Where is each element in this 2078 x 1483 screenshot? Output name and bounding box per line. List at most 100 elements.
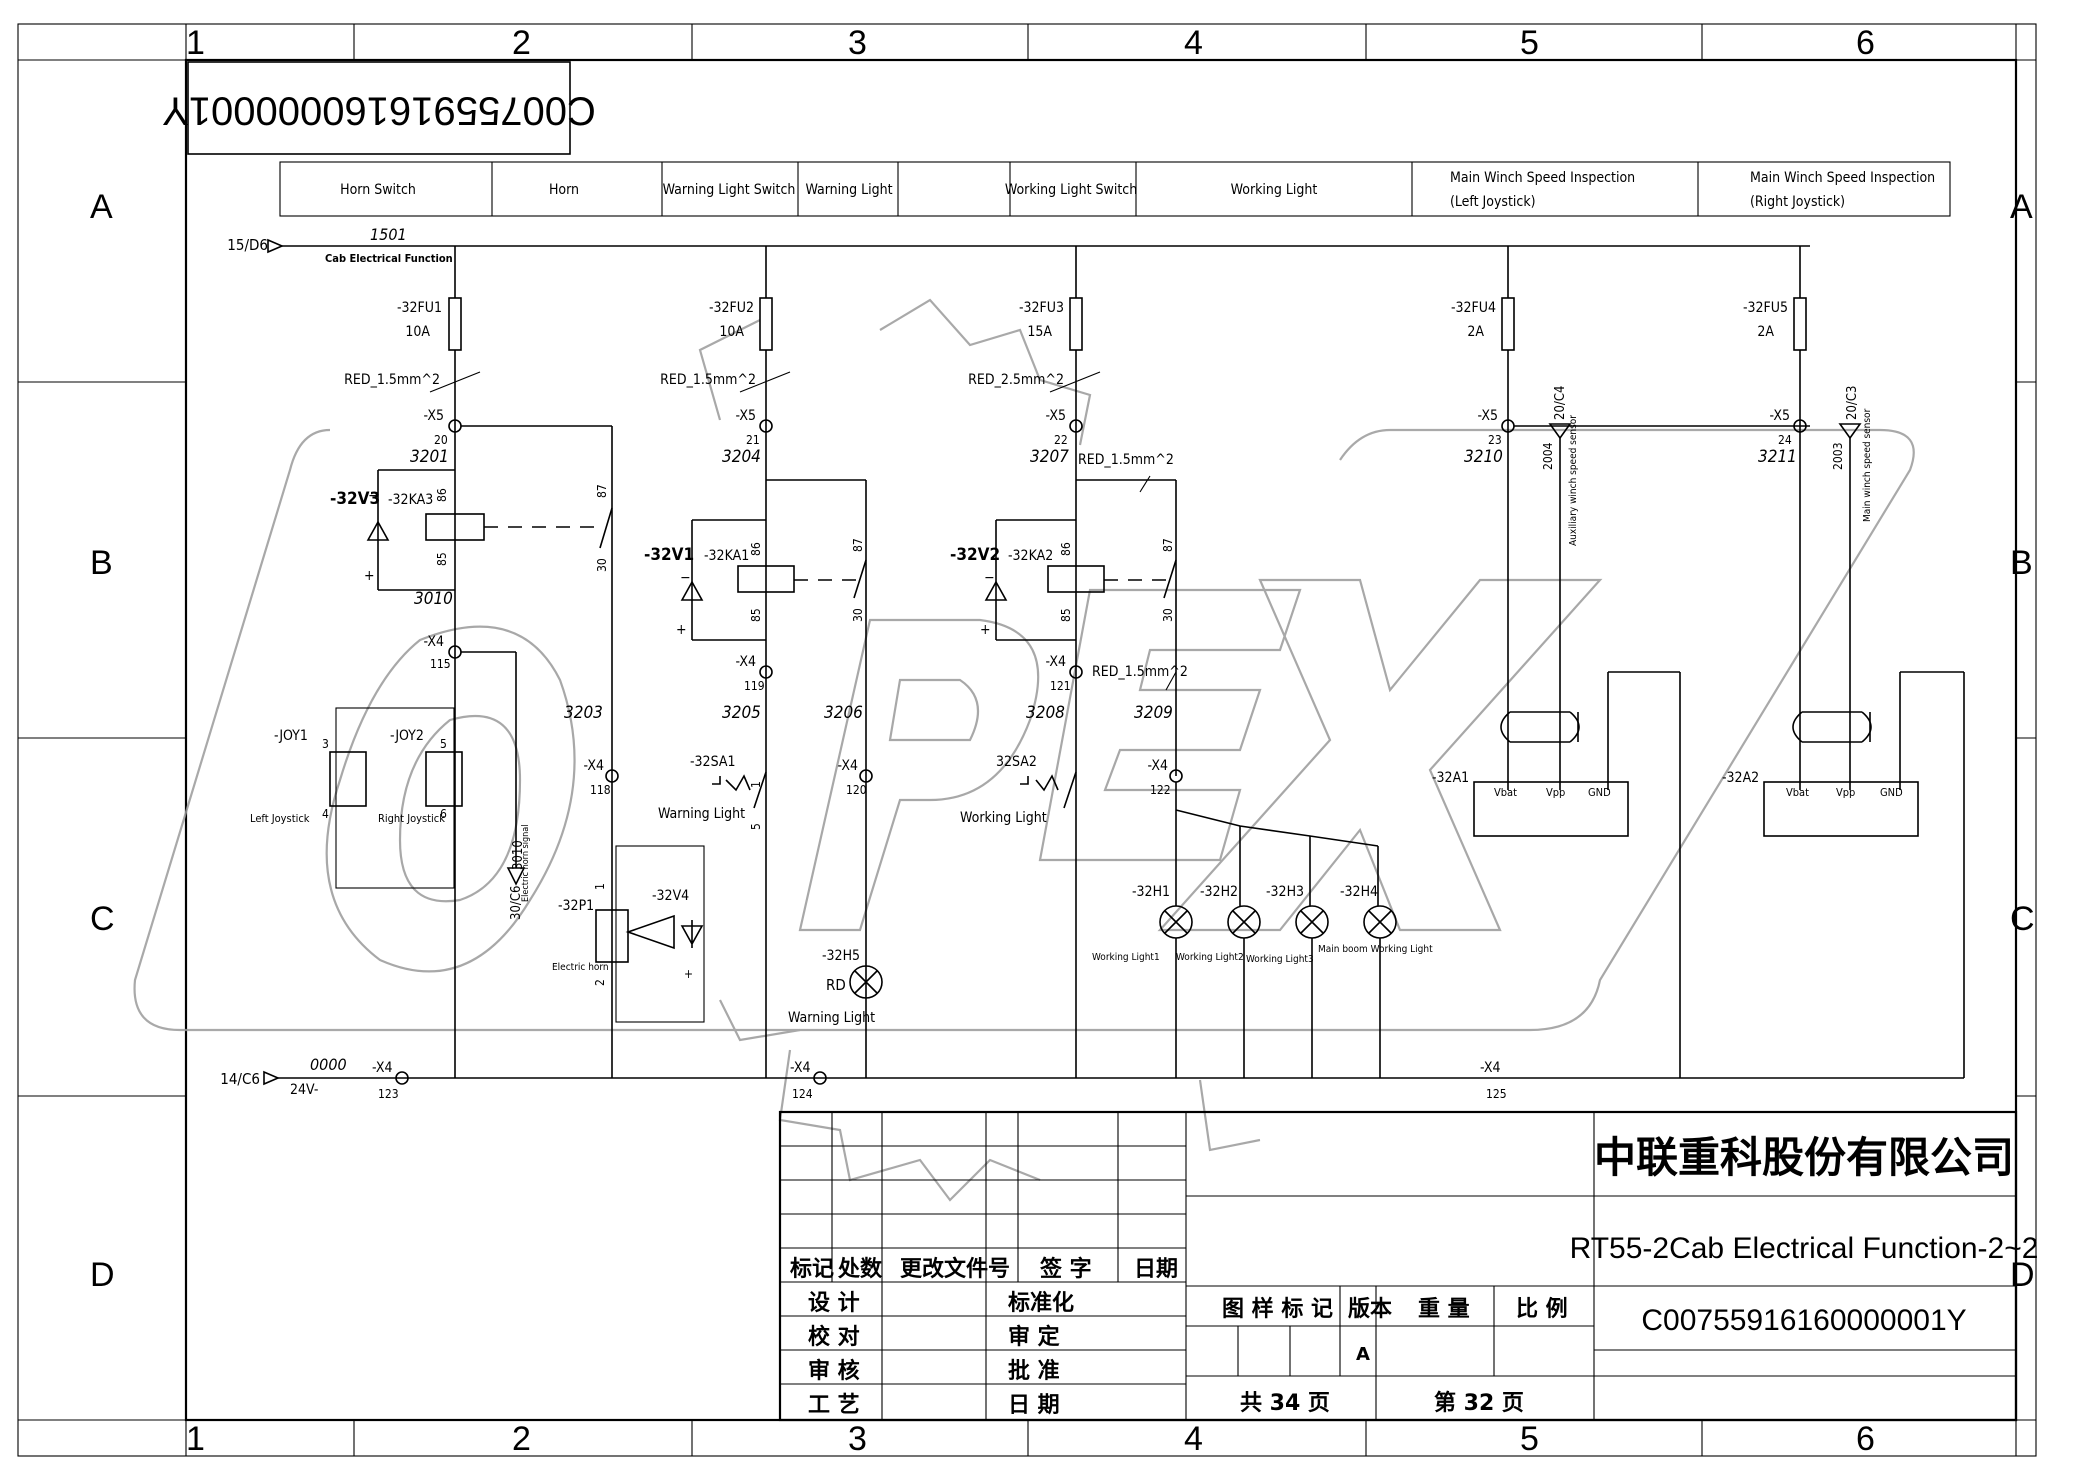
role-review: 审 核 <box>808 1358 860 1384</box>
svg-text:85: 85 <box>1059 608 1073 622</box>
svg-text:-32FU1: -32FU1 <box>397 300 442 316</box>
svg-text:86: 86 <box>435 488 449 502</box>
svg-text:85: 85 <box>749 608 763 622</box>
svg-text:-X4: -X4 <box>1148 758 1169 774</box>
svg-text:3208: 3208 <box>1026 703 1065 723</box>
svg-text:-X5: -X5 <box>1478 408 1499 424</box>
svg-text:2003: 2003 <box>1831 443 1845 470</box>
row-a-left: A <box>90 188 113 226</box>
svg-text:-32FU5: -32FU5 <box>1743 300 1788 316</box>
drawing-number: C00755916160000001Y <box>1641 1304 1966 1337</box>
svg-text:122: 122 <box>1150 783 1171 797</box>
function-header: Horn Switch Horn Warning Light Switch Wa… <box>279 161 1951 217</box>
role-date: 日 期 <box>1008 1393 1060 1418</box>
svg-text:-JOY2: -JOY2 <box>390 728 424 744</box>
svg-text:-32V1: -32V1 <box>644 545 694 565</box>
svg-text:Working Light2: Working Light2 <box>1176 952 1244 963</box>
svg-text:86: 86 <box>1059 542 1073 556</box>
svg-text:-32P1: -32P1 <box>558 898 594 914</box>
diode-32v1 <box>680 580 704 601</box>
svg-text:3211: 3211 <box>1758 447 1797 467</box>
svg-text:30/C6: 30/C6 <box>509 886 524 920</box>
role-check: 校 对 <box>808 1324 860 1350</box>
svg-text:4: 4 <box>322 807 329 821</box>
svg-text:87: 87 <box>595 484 609 498</box>
svg-text:Working Light1: Working Light1 <box>1092 952 1160 963</box>
ground-wire: 0000 <box>310 1055 347 1074</box>
svg-text:3010: 3010 <box>414 589 453 609</box>
svg-text:−: − <box>368 488 379 504</box>
horn-frame <box>615 845 705 1023</box>
svg-text:+: + <box>676 622 687 638</box>
col-1-bottom: 1 <box>186 1420 205 1458</box>
svg-text:5: 5 <box>440 737 447 751</box>
header-warning-switch: Warning Light Switch <box>663 182 796 198</box>
joystick-frame <box>335 707 455 889</box>
drawing-title: RT55-2Cab Electrical Function-2~2 <box>1570 1232 2039 1265</box>
rev-mark: 标记 <box>790 1256 834 1282</box>
svg-text:21: 21 <box>746 433 760 447</box>
svg-text:-X4: -X4 <box>584 758 605 774</box>
role-ratify: 批 准 <box>1008 1359 1060 1384</box>
row-a-right: A <box>2010 188 2033 226</box>
svg-text:3206: 3206 <box>824 703 863 723</box>
svg-text:121: 121 <box>1050 679 1071 693</box>
svg-text:118: 118 <box>590 783 611 797</box>
svg-text:-X4: -X4 <box>372 1060 393 1076</box>
col-6-top: 6 <box>1856 24 1875 62</box>
svg-text:RED_2.5mm^2: RED_2.5mm^2 <box>968 372 1064 388</box>
col-2-top: 2 <box>512 24 531 62</box>
rotated-drawing-number: C00755916160000001Y <box>162 61 596 155</box>
svg-text:Main boom Working Light: Main boom Working Light <box>1318 944 1433 955</box>
svg-text:Right Joystick: Right Joystick <box>378 812 445 825</box>
svg-text:-32KA1: -32KA1 <box>704 548 749 564</box>
svg-text:5: 5 <box>749 823 763 830</box>
svg-text:30: 30 <box>595 558 609 572</box>
fuse-32fu3 <box>1069 297 1083 351</box>
rev-sign: 签 字 <box>1039 1256 1092 1282</box>
drawing-frame: 1 2 3 4 5 6 1 2 3 4 5 6 A B C D A B C D <box>17 23 2037 1458</box>
svg-text:-32H4: -32H4 <box>1340 884 1378 900</box>
svg-text:85: 85 <box>435 552 449 566</box>
svg-text:-X4: -X4 <box>838 758 859 774</box>
svg-text:3204: 3204 <box>722 447 761 467</box>
ground-ref: 14/C6 <box>220 1070 260 1088</box>
grid-weight: 重 量 <box>1418 1297 1470 1322</box>
relay-coil-32ka1 <box>737 565 795 593</box>
svg-text:-X4: -X4 <box>790 1060 811 1076</box>
svg-text:20/C3: 20/C3 <box>1845 386 1860 420</box>
svg-text:-X5: -X5 <box>736 408 757 424</box>
rev-date: 日期 <box>1134 1257 1178 1282</box>
opex-watermark <box>133 298 1915 1202</box>
svg-text:Vbat: Vbat <box>1494 786 1517 799</box>
svg-text:2004: 2004 <box>1541 442 1555 470</box>
svg-text:3210: 3210 <box>1464 447 1503 467</box>
svg-text:-32KA2: -32KA2 <box>1008 548 1053 564</box>
page-number: 第 32 页 <box>1434 1390 1524 1416</box>
svg-text:Vbat: Vbat <box>1786 786 1809 799</box>
svg-text:1: 1 <box>593 883 607 890</box>
sensor-32a2 <box>1763 781 1919 837</box>
svg-text:-32H2: -32H2 <box>1200 884 1238 900</box>
svg-text:15A: 15A <box>1027 324 1052 340</box>
svg-text:2: 2 <box>593 979 607 986</box>
svg-text:23: 23 <box>1488 433 1502 447</box>
svg-text:−: − <box>984 570 995 586</box>
svg-text:-32H5: -32H5 <box>822 948 860 964</box>
grid-mark: 图 样 标 记 <box>1222 1296 1333 1322</box>
svg-text:-32A1: -32A1 <box>1432 770 1469 786</box>
svg-text:3209: 3209 <box>1134 703 1173 723</box>
svg-text:RD: RD <box>826 976 846 994</box>
svg-text:22: 22 <box>1054 433 1068 447</box>
total-pages: 共 34 页 <box>1240 1391 1330 1416</box>
col-4-top: 4 <box>1184 24 1203 62</box>
diode-32v4 <box>680 920 704 948</box>
svg-text:Working Light3: Working Light3 <box>1246 954 1314 965</box>
title-block: 标记 处数 更改文件号 签 字 日期 设 计 校 对 审 核 工 艺 标准化 审… <box>778 1110 2039 1422</box>
svg-text:3205: 3205 <box>722 703 761 723</box>
col-6-bottom: 6 <box>1856 1420 1875 1458</box>
header-warning-light: Warning Light <box>805 182 892 198</box>
svg-text:-X4: -X4 <box>1046 654 1067 670</box>
circuit-warning-light: -32FU2 10A RED_1.5mm^2 -X5 21 3204 -32V1… <box>552 246 883 1078</box>
